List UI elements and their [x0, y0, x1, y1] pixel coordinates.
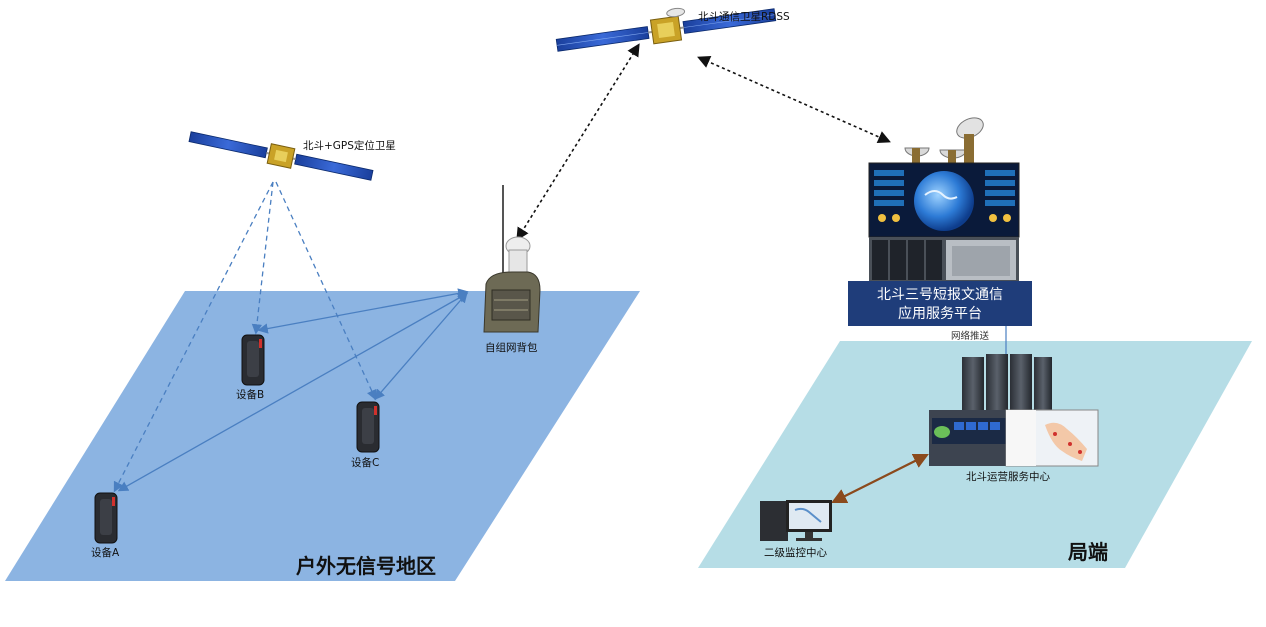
- platform-box: [848, 281, 1032, 326]
- server-room-image: [869, 237, 1019, 281]
- device-a-icon: [94, 492, 118, 544]
- backpack-icon: [483, 185, 541, 333]
- rdss-ground-station-link: [697, 56, 891, 143]
- gps-satellite-icon: [188, 131, 374, 181]
- device-c-icon: [356, 401, 380, 453]
- ops-center-screens-image: [929, 409, 1099, 467]
- backpack-label: 自组网背包: [485, 341, 538, 354]
- device-b-label: 设备B: [236, 388, 264, 401]
- rdss-satellite-label: 北斗通信卫星RDSS: [698, 11, 790, 23]
- dashboard-screen-image: [868, 162, 1020, 238]
- network-push-label: 网络推送: [951, 330, 990, 342]
- bureau-region-label: 局端: [1067, 540, 1108, 564]
- platform-title-line2: 应用服务平台: [898, 305, 982, 322]
- rdss-backpack-link: [516, 43, 640, 241]
- monitor-computer-icon: [760, 500, 832, 541]
- rdss-satellite-icon: [555, 7, 777, 52]
- gps-link-b: [251, 181, 274, 335]
- gps-satellite-label: 北斗+GPS定位卫星: [303, 139, 396, 152]
- device-c-label: 设备C: [351, 456, 379, 469]
- mesh-link-a: [117, 292, 469, 492]
- device-a-label: 设备A: [91, 546, 120, 559]
- server-rack-icon: [962, 354, 1052, 419]
- ops-monitor-link: [831, 454, 929, 503]
- outdoor-region-label: 户外无信号地区: [296, 554, 436, 578]
- device-b-icon: [241, 334, 265, 386]
- satellite-dish-icon: [904, 117, 984, 165]
- platform-title-line1: 北斗三号短报文通信: [877, 287, 1003, 303]
- monitor-center-label: 二级监控中心: [764, 546, 827, 559]
- ops-center-label: 北斗运营服务中心: [966, 470, 1050, 483]
